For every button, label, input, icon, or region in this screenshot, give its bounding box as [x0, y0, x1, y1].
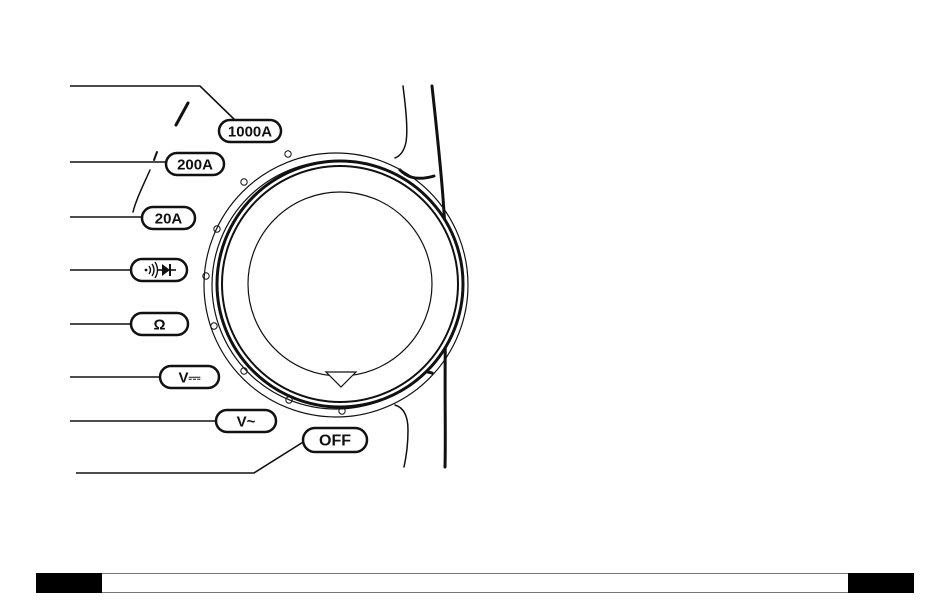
svg-text:Ω: Ω [153, 317, 165, 334]
selector-dial-diagram: 1000A 200A 20A Ω V⎓ V~ OFF [0, 0, 950, 560]
footer-right-block [848, 573, 914, 593]
rotary-dial[interactable] [204, 153, 468, 417]
page-footer-bar [36, 573, 914, 593]
position-label-dc-volts: V⎓ [160, 366, 219, 388]
position-label-ohm: Ω [131, 313, 188, 335]
svg-text:V⎓: V⎓ [179, 370, 201, 387]
position-label-200a: 200A [166, 153, 224, 175]
footer-rule [102, 573, 848, 593]
position-label-continuity-diode [131, 259, 187, 281]
position-label-off: OFF [303, 428, 367, 452]
position-label-1000a: 1000A [219, 120, 281, 142]
svg-text:200A: 200A [177, 157, 213, 174]
svg-text:1000A: 1000A [228, 124, 272, 141]
footer-left-block [36, 573, 102, 593]
position-label-20a: 20A [142, 207, 195, 229]
svg-text:OFF: OFF [319, 433, 351, 450]
svg-text:20A: 20A [155, 211, 183, 228]
position-label-ac-volts: V~ [216, 410, 276, 432]
svg-text:V~: V~ [237, 414, 256, 431]
